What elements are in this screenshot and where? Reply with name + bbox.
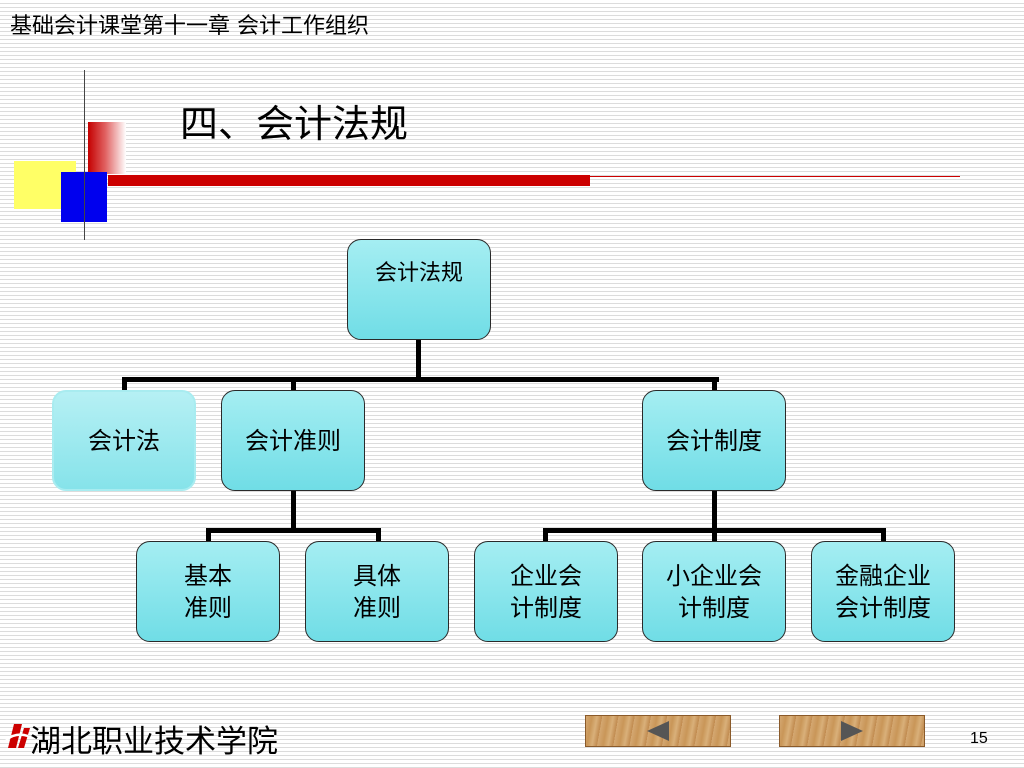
connector-drop-standards xyxy=(291,377,296,390)
decor-red-line xyxy=(590,176,960,177)
connector-systems-down xyxy=(712,491,717,531)
node-accounting-regulations: 会计法规 xyxy=(347,239,491,340)
connector-drop-small-enterprise xyxy=(712,528,717,541)
node-label-line1: 金融企业 xyxy=(835,561,931,590)
node-small-enterprise-accounting-system: 小企业会 计制度 xyxy=(642,541,786,642)
decor-red-square xyxy=(88,122,126,174)
connector-drop-specific xyxy=(376,528,381,541)
node-label-line1: 企业会 xyxy=(510,561,582,590)
node-label-line2: 会计制度 xyxy=(835,593,931,622)
right-arrow-icon xyxy=(841,721,863,741)
connector-drop-systems xyxy=(712,377,717,390)
node-financial-enterprise-accounting-system: 金融企业 会计制度 xyxy=(811,541,955,642)
node-label: 会计准则 xyxy=(245,426,341,455)
node-accounting-standards: 会计准则 xyxy=(221,390,365,491)
school-logo-icon xyxy=(5,724,30,748)
node-label-line2: 准则 xyxy=(184,593,232,622)
decor-vertical-line xyxy=(84,70,85,240)
connector-drop-financial xyxy=(881,528,886,541)
page-number: 15 xyxy=(970,730,988,747)
connector-standards-down xyxy=(291,491,296,531)
node-label: 会计制度 xyxy=(666,426,762,455)
node-label-line2: 准则 xyxy=(353,593,401,622)
node-label-line2: 计制度 xyxy=(510,593,582,622)
node-label-line1: 小企业会 xyxy=(666,561,762,590)
node-accounting-systems: 会计制度 xyxy=(642,390,786,491)
slide-title: 四、会计法规 xyxy=(180,102,409,146)
decor-red-bar xyxy=(108,175,590,186)
connector-drop-enterprise xyxy=(543,528,548,541)
course-header-title: 基础会计课堂第十一章 会计工作组织 xyxy=(10,14,369,39)
connector-root-down xyxy=(416,340,421,380)
next-slide-button[interactable] xyxy=(779,715,925,747)
connector-drop-law xyxy=(122,377,127,390)
node-label-line1: 具体 xyxy=(353,561,401,590)
left-arrow-icon xyxy=(647,721,669,741)
prev-slide-button[interactable] xyxy=(585,715,731,747)
node-enterprise-accounting-system: 企业会 计制度 xyxy=(474,541,618,642)
node-label: 会计法规 xyxy=(374,261,463,286)
connector-drop-basic xyxy=(206,528,211,541)
connector-level1-bar xyxy=(122,377,719,382)
connector-standards-bar xyxy=(206,528,381,533)
footer-school-name: 湖北职业技术学院 xyxy=(30,724,278,760)
node-accounting-law: 会计法 xyxy=(52,390,196,491)
node-label-line1: 基本 xyxy=(184,561,232,590)
node-specific-standards: 具体 准则 xyxy=(305,541,449,642)
node-label-line2: 计制度 xyxy=(678,593,750,622)
node-label: 会计法 xyxy=(88,426,160,455)
node-basic-standards: 基本 准则 xyxy=(136,541,280,642)
